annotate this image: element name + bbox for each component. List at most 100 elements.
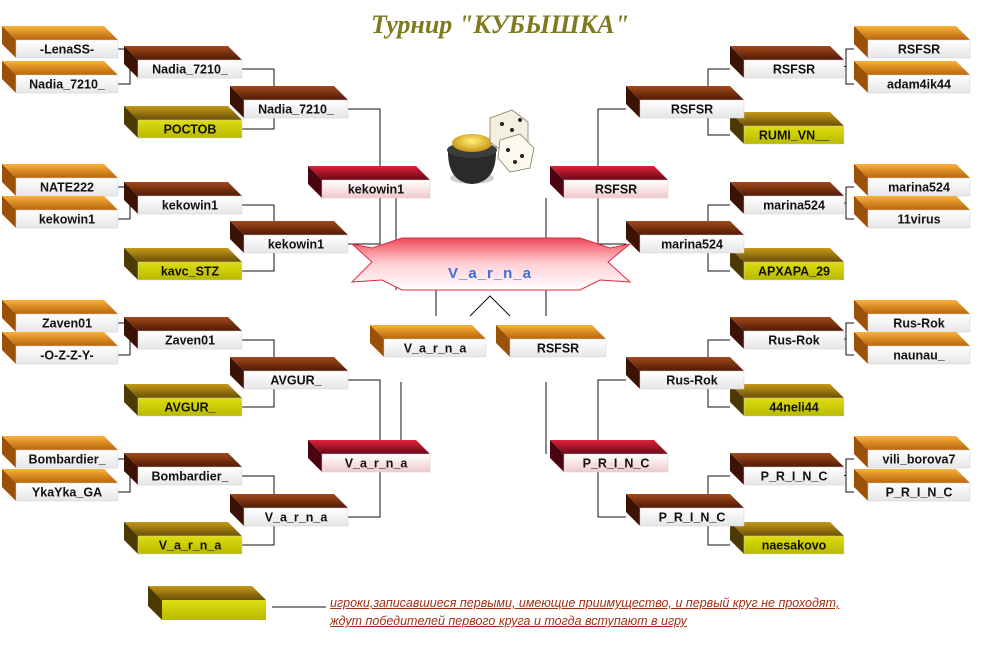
box-top [2,196,118,210]
round3-right-box: marina524 [626,221,745,254]
round3-right-box: RSFSR [626,86,745,119]
box-face [15,209,119,229]
box-top [730,182,844,196]
box-side [2,332,16,364]
box-top [2,61,118,75]
box-face [743,397,845,417]
box-side [308,440,322,472]
box-top [2,26,118,40]
winner-name: V_a_r_n_a [448,265,532,282]
box-side [230,357,244,389]
box-top [230,86,348,100]
box-side [730,182,744,214]
connector-line [845,458,854,493]
box-face [137,119,243,139]
box-side [124,453,138,485]
winner-banner-shape [350,237,632,291]
round1-right-box: RSFSR [854,26,971,59]
box-top [124,106,242,120]
box-face [137,397,243,417]
box-top [854,164,970,178]
box-side [550,440,564,472]
die-pip [513,160,517,164]
box-top [230,494,348,508]
round1-left-box: kekowin1 [2,196,119,229]
player-name: РОСТОВ [164,123,217,137]
player-name: P_R_I_N_C [583,457,650,471]
box-side [124,106,138,138]
bye-right-box: 44neli44 [730,384,845,417]
box-top [854,469,970,483]
player-name: APXAPA_29 [758,265,830,279]
box-side [730,384,744,416]
round2-left-box: kekowin1 [124,182,243,215]
box-top [730,46,844,60]
box-top [626,221,744,235]
box-face [743,59,845,79]
connector-line [348,108,381,180]
bye-left-box: kavc_STZ [124,248,243,281]
box-side [730,522,744,554]
player-name: Bombardier_ [28,453,106,467]
die-pip [520,154,524,158]
player-name: RSFSR [671,103,713,117]
player-name: Bombardier_ [151,470,229,484]
legend-line-1: игроки,записавшиеся первыми, имеющие при… [330,596,840,610]
box-side [230,86,244,118]
box-face [15,482,119,502]
box-side [854,61,868,93]
player-name: Rus-Rok [893,317,944,331]
box-face [243,99,349,119]
player-name: RSFSR [898,43,940,57]
box-side [124,46,138,78]
box-side [854,164,868,196]
round2-right-box: marina524 [730,182,845,215]
box-top [854,61,970,75]
box-side [730,112,744,144]
box-face [137,59,243,79]
box-top [2,332,118,346]
round1-right-box: naunau_ [854,332,971,365]
box-side [124,384,138,416]
player-name: vili_borova7 [883,453,956,467]
legend-text: игроки,записавшиеся первыми, имеющие при… [330,594,950,630]
legend-face [162,600,266,620]
box-top [124,248,242,262]
player-name: Rus-Rok [666,374,717,388]
player-name: marina524 [661,238,723,252]
box-top [854,196,970,210]
round2-right-box: Rus-Rok [730,317,845,350]
round1-left-box: YkaYka_GA [2,469,119,502]
box-top [550,440,668,454]
box-side [2,300,16,332]
player-name: Zaven01 [42,317,92,331]
box-face [563,453,669,473]
player-boxes: -LenaSS-Nadia_7210_NATE222kekowin1Zaven0… [2,26,971,555]
box-top [124,46,242,60]
die-pip [506,148,510,152]
box-face [243,234,349,254]
player-name: 11virus [897,213,940,227]
round1-right-box: P_R_I_N_C [854,469,971,502]
round1-right-box: vili_borova7 [854,436,971,469]
bye-right-box: APXAPA_29 [730,248,845,281]
box-face [321,453,431,473]
die-pip [510,128,514,132]
box-top [854,300,970,314]
box-side [2,469,16,501]
box-face [15,449,119,469]
box-side [308,166,322,198]
player-name: -LenaSS- [40,43,94,57]
round2-left-box: Bombardier_ [124,453,243,486]
round1-left-box: NATE222 [2,164,119,197]
box-face [15,345,119,365]
box-side [854,300,868,332]
box-side [2,61,16,93]
round1-left-box: -O-Z-Z-Y- [2,332,119,365]
connector-line [348,379,381,454]
box-face [743,261,845,281]
player-name: Zaven01 [165,334,215,348]
round2-right-box: P_R_I_N_C [730,453,845,486]
